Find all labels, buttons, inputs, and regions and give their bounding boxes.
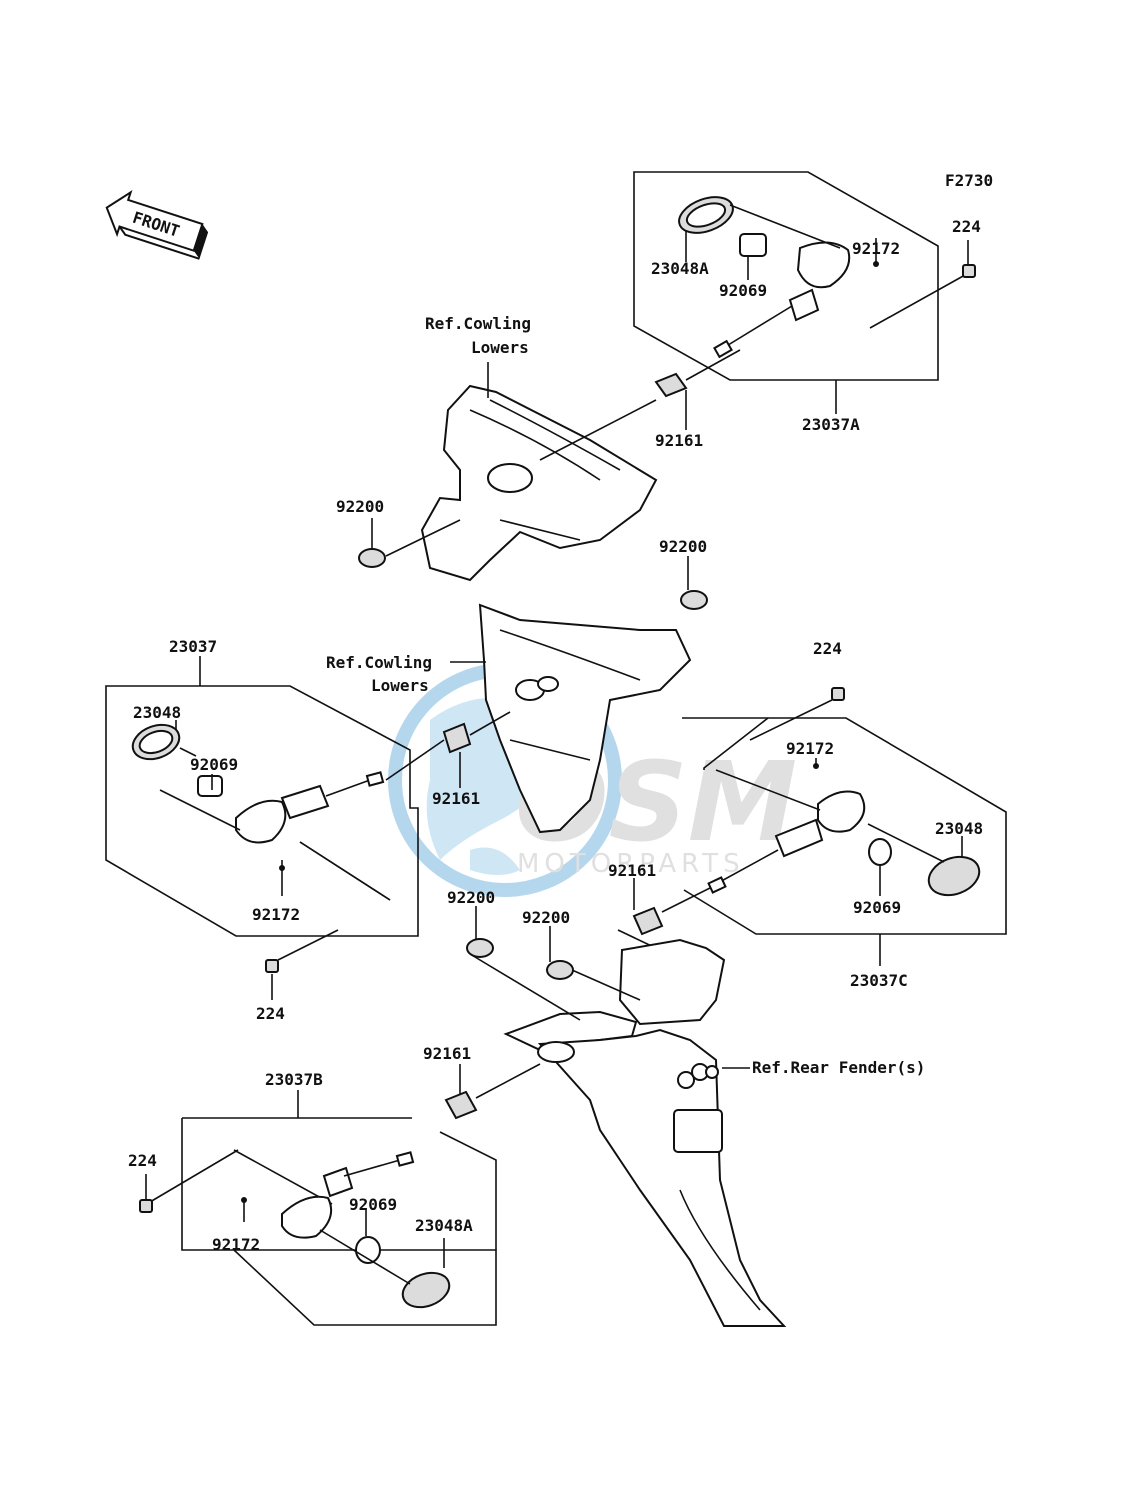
- part-label: 23037C: [850, 971, 908, 990]
- cowling-lower-upper: [420, 362, 658, 582]
- part-label: 92161: [423, 1044, 471, 1063]
- part-label: 92200: [522, 908, 570, 927]
- part-label: 92172: [852, 239, 900, 258]
- assembly-23037C: [617, 687, 1007, 966]
- bulb-92069-bottom: [355, 1236, 381, 1264]
- grommet-92161-top: [654, 372, 688, 398]
- part-label: 92172: [786, 739, 834, 758]
- housing-right: [817, 790, 866, 833]
- bulb-92069-top: [739, 233, 767, 257]
- washer-92200-b: [680, 590, 708, 610]
- part-label: 23048A: [651, 259, 709, 278]
- part-label: 224: [128, 1151, 157, 1170]
- ref-cowling-mid-1: Ref.Cowling: [326, 653, 432, 672]
- screw-224-right: [831, 687, 845, 701]
- part-label: 224: [952, 217, 981, 236]
- housing-top: [796, 241, 851, 289]
- part-label: 23037: [169, 637, 217, 656]
- part-label: 92069: [349, 1195, 397, 1214]
- part-label: 92200: [336, 497, 384, 516]
- cowling-lower-middle: [478, 603, 692, 834]
- washer-92200-d: [546, 960, 574, 980]
- bulb-92069-left: [197, 775, 223, 797]
- housing-left: [235, 799, 287, 844]
- part-label: 23037B: [265, 1070, 323, 1089]
- assembly-23037B: [139, 1063, 541, 1326]
- housing-bottom: [281, 1195, 332, 1239]
- ref-cowling-mid-2: Lowers: [371, 676, 429, 695]
- part-label: 92200: [659, 537, 707, 556]
- ref-cowling-top-2: Lowers: [471, 338, 529, 357]
- part-label: 92069: [190, 755, 238, 774]
- grommet-92161-right: [632, 906, 664, 936]
- watermark-sub: MOTORPARTS: [517, 849, 745, 879]
- part-label: 92069: [719, 281, 767, 300]
- lens-23048-right: [927, 855, 981, 897]
- bulb-92069-right: [868, 838, 892, 866]
- part-label: 23037A: [802, 415, 860, 434]
- screw-224-left: [265, 959, 279, 973]
- grommet-92161-bottom: [444, 1090, 478, 1120]
- part-label: 224: [813, 639, 842, 658]
- screw-224-top: [962, 264, 976, 278]
- ref-cowling-top-1: Ref.Cowling: [425, 314, 531, 333]
- grommet-92161-left: [442, 722, 472, 754]
- front-arrow-icon: FRONT: [105, 189, 209, 260]
- part-label: 92161: [655, 431, 703, 450]
- washer-92200-c: [466, 938, 494, 958]
- part-label: 23048: [935, 819, 983, 838]
- part-label: 92172: [252, 905, 300, 924]
- part-label: 23048A: [415, 1216, 473, 1235]
- figure-code: F2730: [945, 171, 993, 190]
- rear-fender: [469, 938, 787, 1327]
- part-label: 92172: [212, 1235, 260, 1254]
- part-label: 23048: [133, 703, 181, 722]
- part-label: 92069: [853, 898, 901, 917]
- part-label: 92161: [432, 789, 480, 808]
- assembly-23037: [105, 656, 511, 1000]
- ref-rear-fender: Ref.Rear Fender(s): [752, 1058, 925, 1077]
- screw-224-bottom: [139, 1199, 153, 1213]
- assembly-23037A: [633, 171, 976, 430]
- part-label: 92161: [608, 861, 656, 880]
- washer-92200-a: [358, 548, 386, 568]
- part-label: 224: [256, 1004, 285, 1023]
- part-label: 92200: [447, 888, 495, 907]
- lens-23048A-bottom: [401, 1271, 451, 1309]
